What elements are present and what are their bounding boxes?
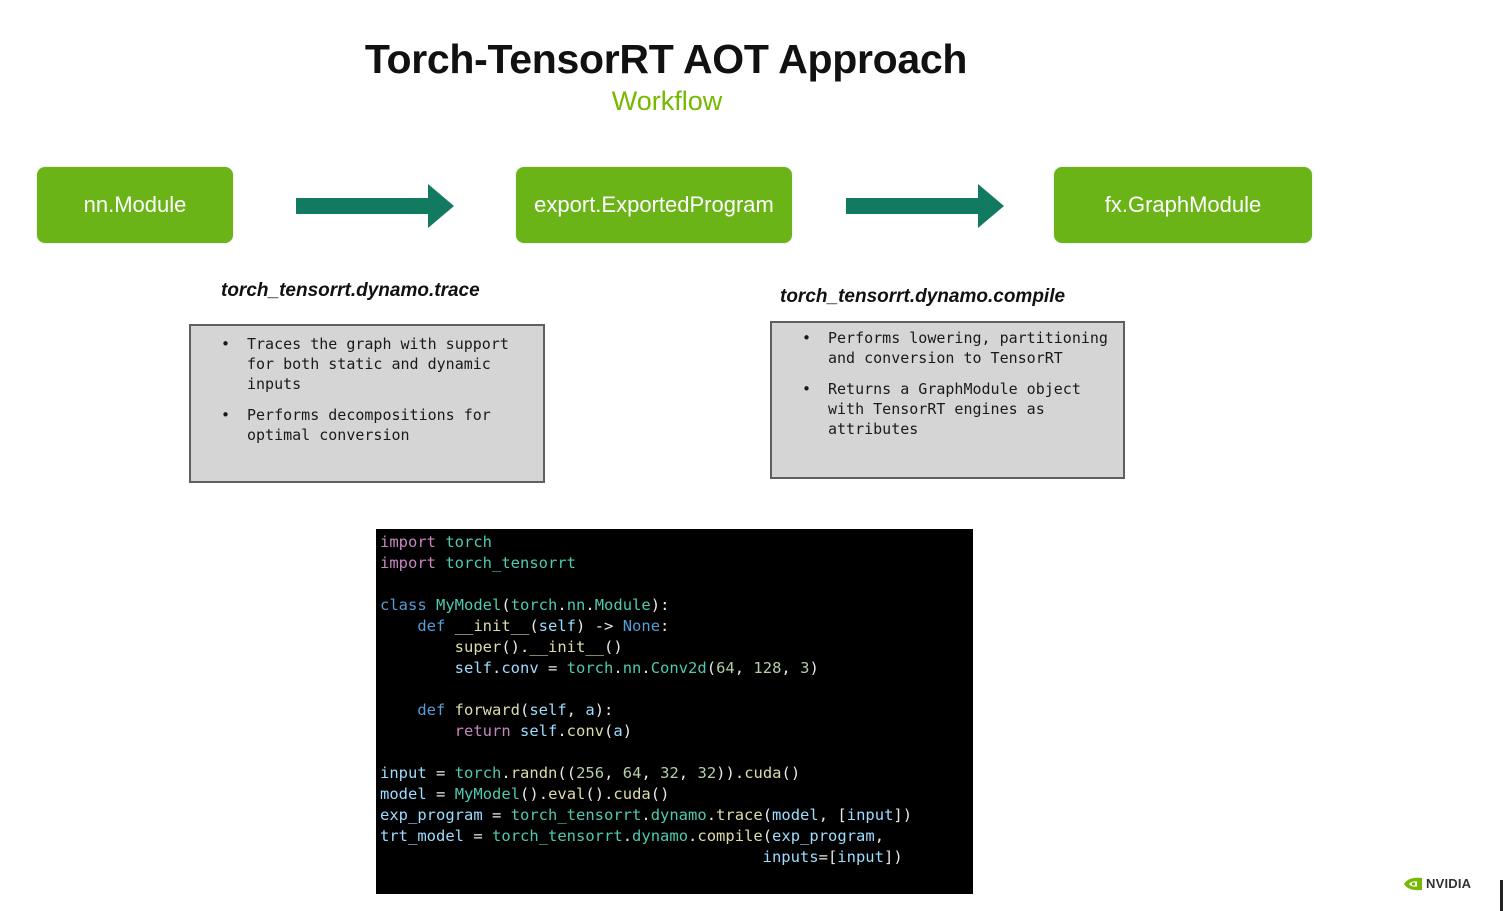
bullet-item: •Returns a GraphModule object with Tenso… <box>802 380 1090 438</box>
arrow-shape <box>296 184 454 228</box>
code-line: trt_model = torch_tensorrt.dynamo.compil… <box>380 827 885 845</box>
bullet-text: Performs lowering, partitioning and conv… <box>828 329 1117 367</box>
code-line: def __init__(self) -> None: <box>417 617 670 635</box>
bullet-item: •Performs decompositions for optimal con… <box>221 406 500 444</box>
code-line: class MyModel(torch.nn.Module): <box>380 596 670 614</box>
arrow-shape <box>846 184 1004 228</box>
arrow-right-icon <box>846 184 1004 228</box>
bullet-text: Returns a GraphModule object with Tensor… <box>828 380 1090 438</box>
compile-function-label: torch_tensorrt.dynamo.compile <box>780 286 1066 307</box>
stage-box-nn-module: nn.Module <box>37 167 233 243</box>
logo-text: NVIDIA <box>1426 876 1472 891</box>
code-line <box>380 574 973 595</box>
bullet-item: •Performs lowering, partitioning and con… <box>802 329 1117 367</box>
stage-label: nn.Module <box>83 192 187 217</box>
stage-label: fx.GraphModule <box>1104 192 1262 217</box>
trace-function-label: torch_tensorrt.dynamo.trace <box>221 280 480 301</box>
stage-label: export.ExportedProgram <box>534 192 774 217</box>
trace-notes-box: •Traces the graph with support for both … <box>189 324 545 483</box>
stage-box-exported-program: export.ExportedProgram <box>516 167 792 243</box>
code-line: def forward(self, a): <box>417 701 614 719</box>
compile-notes-box: •Performs lowering, partitioning and con… <box>770 321 1125 479</box>
code-block: import torch import torch_tensorrt class… <box>376 529 973 894</box>
arrow-right-icon <box>296 184 454 228</box>
edge-divider <box>1500 880 1503 911</box>
bullet-text: Traces the graph with support for both s… <box>247 335 518 393</box>
page-subtitle: Workflow <box>611 86 723 116</box>
code-line <box>380 742 973 763</box>
code-line: import torch <box>380 533 493 551</box>
code-line: self.conv = torch.nn.Conv2d(64, 128, 3) <box>454 659 819 677</box>
code-line: input = torch.randn((256, 64, 32, 32)).c… <box>380 764 801 782</box>
stage-box-graph-module: fx.GraphModule <box>1054 167 1312 243</box>
bullet-text: Performs decompositions for optimal conv… <box>247 406 500 444</box>
nvidia-eye-icon <box>1404 877 1422 890</box>
page-title: Torch-TensorRT AOT Approach <box>364 36 968 82</box>
nvidia-logo: NVIDIA <box>1403 876 1471 891</box>
code-line: super().__init__() <box>454 638 623 656</box>
code-line: inputs=[input]) <box>762 848 903 866</box>
code-line <box>380 679 973 700</box>
code-line: import torch_tensorrt <box>380 554 576 572</box>
code-line: return self.conv(a) <box>454 722 633 740</box>
bullet-item: •Traces the graph with support for both … <box>221 335 518 393</box>
code-line: model = MyModel().eval().cuda() <box>380 785 670 803</box>
code-line: exp_program = torch_tensorrt.dynamo.trac… <box>380 806 913 824</box>
